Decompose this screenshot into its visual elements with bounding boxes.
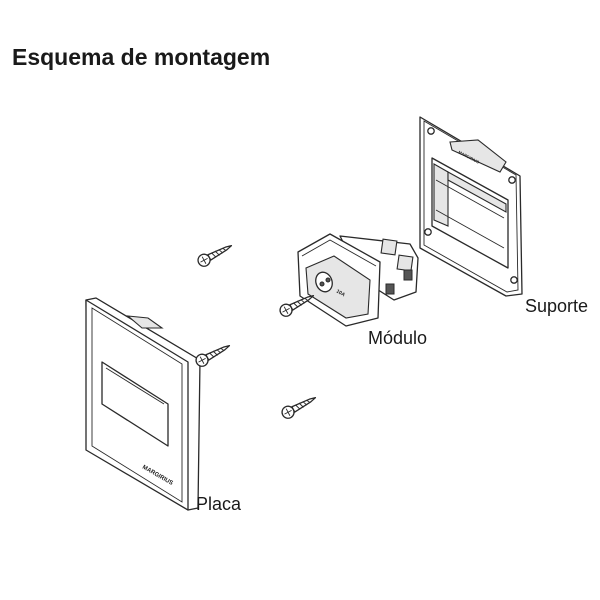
screw-icon xyxy=(197,245,233,267)
modulo-rating-text: 10A xyxy=(335,289,346,299)
label-placa: Placa xyxy=(196,494,242,514)
label-suporte: Suporte xyxy=(525,296,589,316)
screw-icon xyxy=(279,295,315,317)
placa-cover-plate: MARGIRIUS xyxy=(85,297,201,511)
modulo-socket: 10A xyxy=(297,233,419,327)
page-title: Esquema de montagem xyxy=(12,44,271,70)
screw-icon xyxy=(281,397,317,419)
label-modulo: Módulo xyxy=(368,328,428,348)
screw-icon xyxy=(195,345,231,367)
suporte-bracket: MARGIRIUS xyxy=(419,116,523,297)
